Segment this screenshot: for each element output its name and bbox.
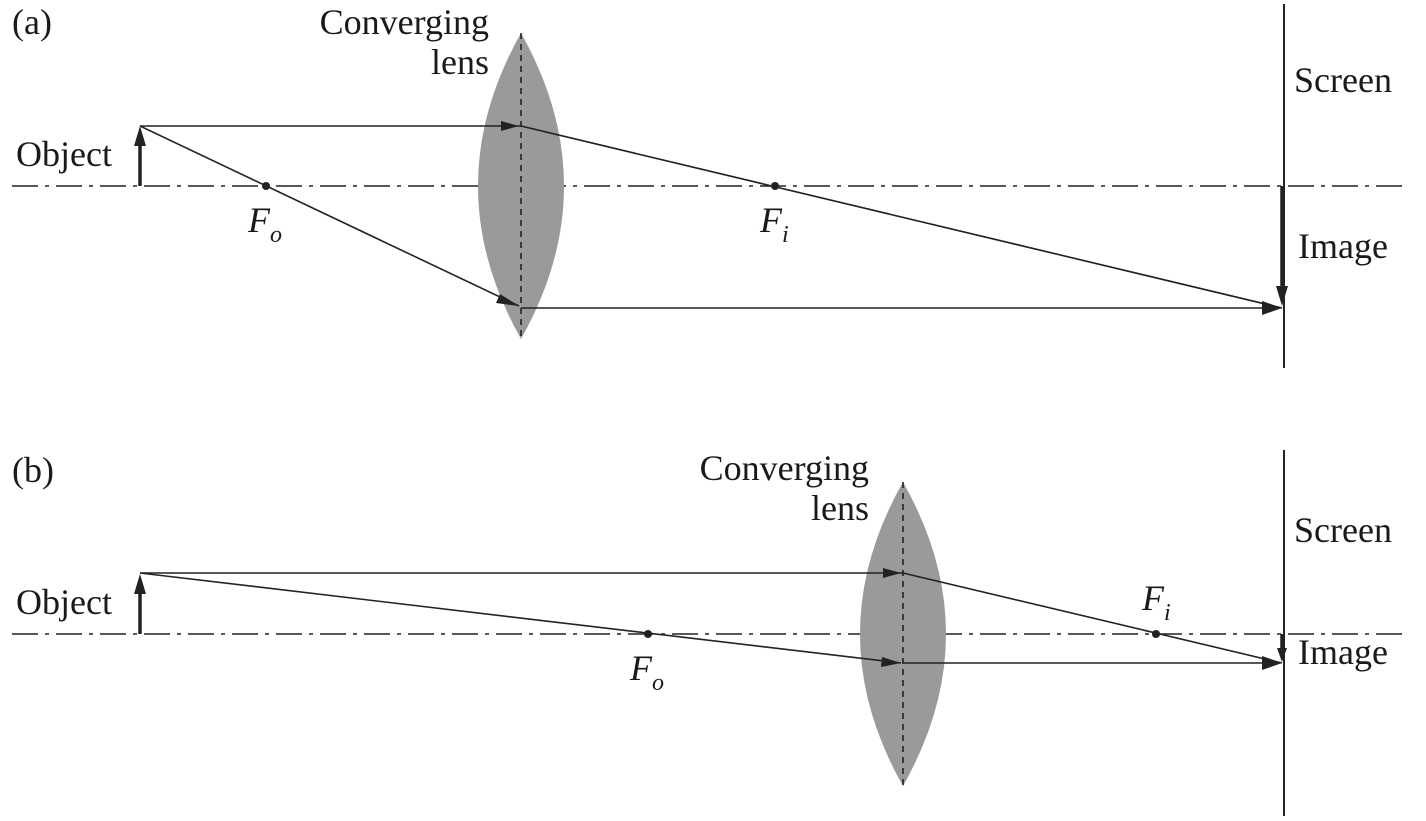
- object-focal-point: [644, 630, 652, 638]
- lens-label-line1: Converging: [700, 448, 869, 488]
- focal-ray-incident: [139, 125, 520, 307]
- image-arrowhead: [1276, 286, 1288, 306]
- image-focal-label: Fi: [759, 200, 789, 248]
- lens-label-line1: Converging: [320, 2, 489, 42]
- object-arrowhead: [134, 126, 146, 146]
- ray-arrowhead: [1262, 301, 1282, 315]
- panel-b: (b) Converging lens Object Fo Fi Screen: [12, 448, 1408, 816]
- panel-label: (a): [12, 2, 52, 42]
- lens-label-line2: lens: [811, 488, 869, 528]
- image-label: Image: [1298, 226, 1388, 266]
- panel-label: (b): [12, 450, 54, 490]
- object-focal-label: Fo: [247, 200, 282, 248]
- parallel-ray-refracted: [520, 125, 1283, 309]
- image-focal-point: [771, 182, 779, 190]
- lens-label-line2: lens: [431, 42, 489, 82]
- ray-arrowhead: [1262, 656, 1282, 670]
- object-focal-label: Fo: [629, 648, 664, 696]
- parallel-ray-refracted: [902, 572, 1283, 664]
- converging-lens: [860, 482, 946, 786]
- ray-arrowhead: [883, 568, 901, 578]
- image-label: Image: [1298, 632, 1388, 672]
- ray-arrowhead: [496, 294, 519, 306]
- image-focal-point: [1152, 630, 1160, 638]
- ray-arrowhead: [881, 657, 901, 667]
- object-arrowhead: [134, 574, 146, 594]
- object-focal-point: [262, 182, 270, 190]
- screen-label: Screen: [1294, 60, 1392, 100]
- panel-a: (a) Converging lens Object Fo Fi Screen: [12, 2, 1408, 368]
- converging-lens: [478, 33, 564, 339]
- screen-label: Screen: [1294, 510, 1392, 550]
- object-label: Object: [16, 582, 112, 622]
- image-focal-label: Fi: [1141, 578, 1171, 626]
- ray-arrowhead: [501, 121, 519, 131]
- image-arrowhead: [1277, 648, 1287, 662]
- focal-ray-incident: [139, 572, 902, 664]
- object-label: Object: [16, 134, 112, 174]
